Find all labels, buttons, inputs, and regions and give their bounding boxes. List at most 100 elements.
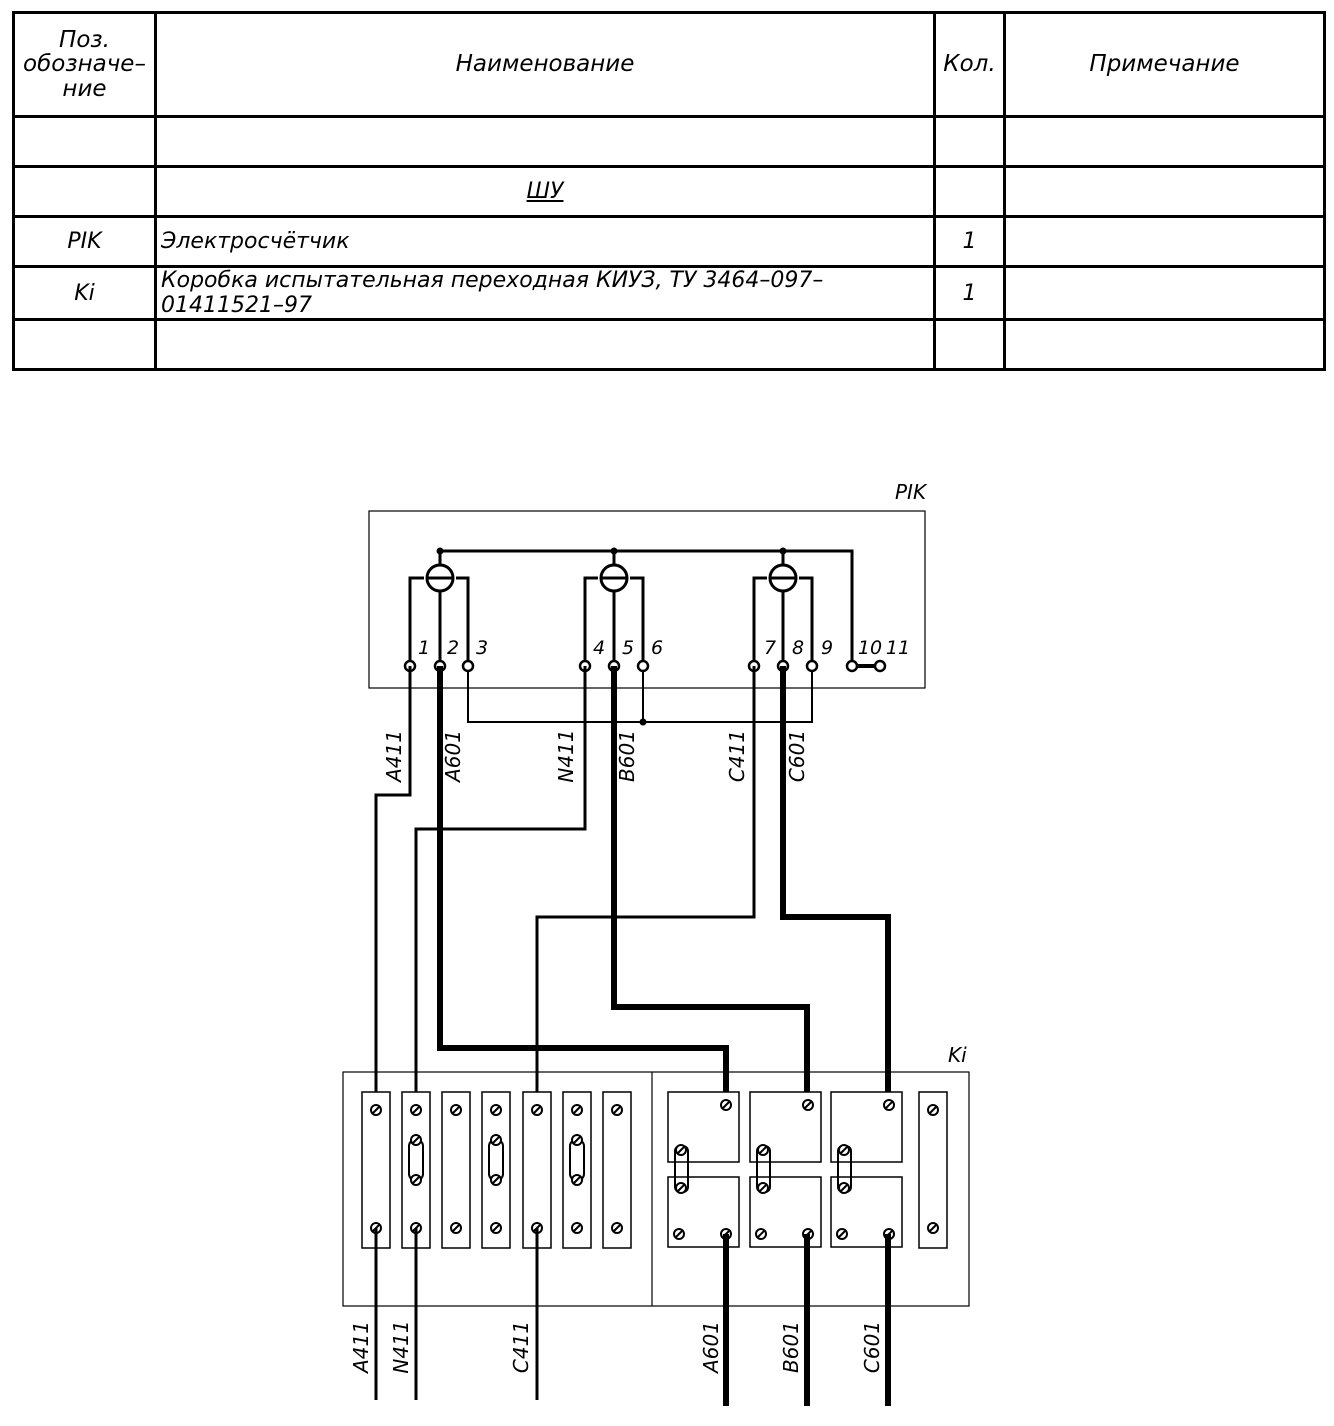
header-pos: Поз. обозначе– ние <box>12 11 157 118</box>
cell-name-section: ШУ <box>154 165 936 218</box>
meter-label: PIK <box>895 480 928 504</box>
strip-screw-top-4-slot <box>491 1105 501 1115</box>
upper-label-C411: C411 <box>725 730 749 782</box>
upper-label-A411: A411 <box>382 730 406 784</box>
terminal-label-8: 8 <box>792 637 804 659</box>
coil-lead-in-1 <box>408 576 424 666</box>
strip-screw-bottom-3-slot <box>451 1223 461 1233</box>
strip-screw-top-6-slot <box>572 1105 582 1115</box>
terminal-label-6: 6 <box>651 637 663 659</box>
lower-label-N411: N411 <box>389 1320 413 1373</box>
meter-terminal-10 <box>845 659 859 673</box>
specification-table: Поз. обозначе– ние Наименование Кол. При… <box>12 11 1326 371</box>
cell-note <box>1003 165 1326 218</box>
strip-screw-top-3-slot <box>451 1105 461 1115</box>
table-row: PIK Электросчётчик 1 <box>12 215 1326 268</box>
current-screw-aux-3-slot <box>837 1229 847 1239</box>
current-screw-aux-1-slot <box>674 1229 684 1239</box>
strip-screw-bottom-4-slot <box>491 1223 501 1233</box>
strip-screw-mid-bottom-6-slot <box>572 1175 582 1185</box>
cell-note <box>1003 265 1326 321</box>
terminal-label-7: 7 <box>764 637 776 659</box>
cell-pos <box>12 318 157 371</box>
strip-screw-mid-top-2-slot <box>411 1135 421 1145</box>
header-note: Примечание <box>1003 11 1326 118</box>
meter-terminal-9 <box>805 659 819 673</box>
strip-screw-top-8-slot <box>928 1105 938 1115</box>
coil-lead-out-3 <box>799 576 814 666</box>
cell-pos <box>12 115 157 168</box>
current-screw-aux-2-slot <box>756 1229 766 1239</box>
strip-screw-bottom-6-slot <box>572 1223 582 1233</box>
coil-lead-in-3 <box>752 576 767 666</box>
cell-qty <box>933 318 1006 371</box>
current-screw-in-2-slot <box>803 1100 813 1110</box>
cell-note <box>1003 115 1326 168</box>
box-label: Ki <box>948 1043 967 1067</box>
terminal-label-1: 1 <box>418 637 430 659</box>
neutral-junction <box>639 718 647 726</box>
current-shunt-screw-bottom-3-slot <box>839 1183 849 1193</box>
meter-terminal-3 <box>461 659 475 673</box>
terminal-label-4: 4 <box>593 637 605 659</box>
cell-name: Электросчётчик <box>154 215 936 268</box>
wire-N411 <box>414 666 587 1110</box>
strip-screw-top-5-slot <box>532 1105 542 1115</box>
lower-label-C601: C601 <box>860 1321 884 1373</box>
bus-junction-1 <box>436 547 444 555</box>
current-shunt-screw-top-3-slot <box>839 1145 849 1155</box>
lower-label-B601: B601 <box>779 1321 803 1373</box>
terminal-label-3: 3 <box>476 637 488 659</box>
upper-label-C601: C601 <box>785 730 809 782</box>
header-name: Наименование <box>154 11 936 118</box>
lower-label-A601: A601 <box>699 1321 723 1375</box>
wire-C601 <box>780 666 891 1105</box>
voltage-bus <box>440 549 854 666</box>
strip-screw-mid-bottom-4-slot <box>491 1175 501 1185</box>
cell-qty: 1 <box>933 215 1006 268</box>
strip-screw-mid-top-6-slot <box>572 1135 582 1145</box>
neutral-link <box>467 666 813 723</box>
current-shunt-screw-top-2-slot <box>758 1145 768 1155</box>
strip-screw-bottom-8-slot <box>928 1223 938 1233</box>
current-screw-in-3-slot <box>884 1100 894 1110</box>
terminal-label-2: 2 <box>447 637 459 659</box>
cell-name: Коробка испытательная переходная КИУЗ, Т… <box>154 265 936 321</box>
terminal-label-5: 5 <box>622 637 634 659</box>
upper-label-B601: B601 <box>615 730 639 782</box>
cell-qty <box>933 165 1006 218</box>
bus-junction-3 <box>779 547 787 555</box>
test-box-enclosure <box>342 1071 970 1307</box>
table-row <box>12 115 1326 168</box>
diagram-structure <box>342 510 970 1406</box>
table-row: Ki Коробка испытательная переходная КИУЗ… <box>12 265 1326 321</box>
strip-screw-mid-top-4-slot <box>491 1135 501 1145</box>
lower-wire-labels: A411 N411 C411 A601 B601 C601 <box>349 1320 884 1375</box>
meter-terminal-6 <box>636 659 650 673</box>
section-title: ШУ <box>526 179 564 204</box>
cell-note <box>1003 318 1326 371</box>
cell-qty: 1 <box>933 265 1006 321</box>
cell-name <box>154 115 936 168</box>
current-shunt-screw-bottom-1-slot <box>676 1183 686 1193</box>
upper-label-A601: A601 <box>441 730 465 784</box>
lower-label-C411: C411 <box>509 1321 533 1373</box>
strip-screw-top-7-slot <box>612 1105 622 1115</box>
strip-screw-top-2-slot <box>411 1105 421 1115</box>
wire-C411 <box>535 666 756 1110</box>
strip-screw-top-1-slot <box>371 1105 381 1115</box>
current-shunt-screw-top-1-slot <box>676 1145 686 1155</box>
coil-lead-out-1 <box>456 576 470 666</box>
current-screw-in-1-slot <box>721 1100 731 1110</box>
current-shunt-screw-bottom-2-slot <box>758 1183 768 1193</box>
terminal-label-11: 11 <box>886 637 910 659</box>
table-header-row: Поз. обозначе– ние Наименование Кол. При… <box>12 11 1326 118</box>
lower-label-A411: A411 <box>349 1321 373 1375</box>
wire-B601 <box>611 666 810 1105</box>
meter-enclosure <box>368 510 926 689</box>
bus-junction-2 <box>610 547 618 555</box>
terminal-label-10: 10 <box>858 637 882 659</box>
